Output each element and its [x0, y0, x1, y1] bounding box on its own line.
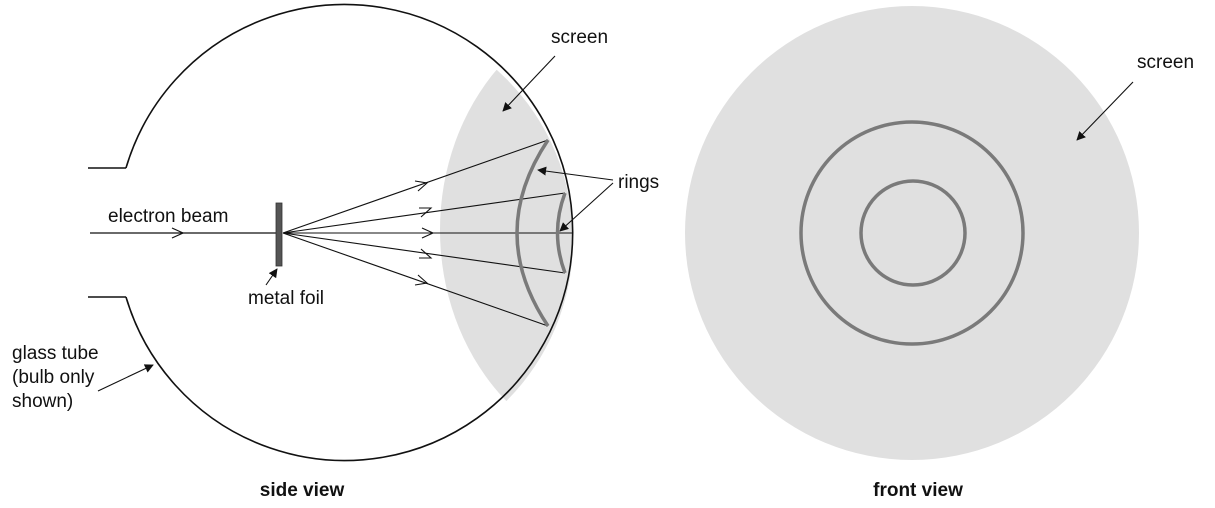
side-screen-label: screen	[551, 27, 608, 48]
rings-label: rings	[618, 172, 659, 193]
front-inner-ring	[859, 179, 967, 287]
ray-arrowhead-4	[419, 248, 433, 259]
ray-arrowhead-1	[414, 180, 429, 192]
inner-ring-arc	[555, 192, 567, 274]
ray-arrowhead-2	[419, 207, 433, 218]
front-screen-pointer	[1076, 81, 1134, 141]
front-view-caption: front view	[873, 480, 963, 501]
glass-tube-label-line2: (bulb only	[12, 367, 95, 388]
glass-tube-label-line3: shown)	[12, 391, 73, 412]
ray-arrowhead-5	[414, 274, 429, 286]
front-screen-label: screen	[1137, 52, 1194, 73]
ray-4	[282, 232, 566, 274]
glass-bulb-outline	[125, 3, 574, 462]
side-view-caption: side view	[260, 480, 345, 501]
scattered-rays	[282, 139, 572, 327]
rings-pointer-lower	[559, 182, 614, 232]
ray-2	[282, 192, 566, 234]
metal-foil-pointer	[265, 268, 278, 286]
front-view: screen front view	[685, 6, 1194, 501]
metal-foil-label: metal foil	[248, 288, 324, 309]
metal-foil	[275, 202, 283, 267]
ray-arrowhead-3	[421, 227, 435, 239]
glass-tube-pointer	[97, 364, 154, 392]
electron-beam-arrowhead	[171, 227, 185, 239]
electron-beam-label: electron beam	[108, 206, 228, 227]
ray-5	[282, 232, 549, 327]
side-view: screen rings electron beam metal foil gl…	[12, 3, 659, 501]
side-screen-pointer	[502, 55, 556, 112]
glass-tube-label-line1: glass tube	[12, 343, 99, 364]
front-outer-ring	[799, 120, 1025, 346]
ray-1	[282, 139, 549, 234]
front-screen-disc	[685, 6, 1139, 460]
rings-pointer-upper	[537, 166, 614, 181]
outer-ring-arc	[515, 139, 550, 327]
